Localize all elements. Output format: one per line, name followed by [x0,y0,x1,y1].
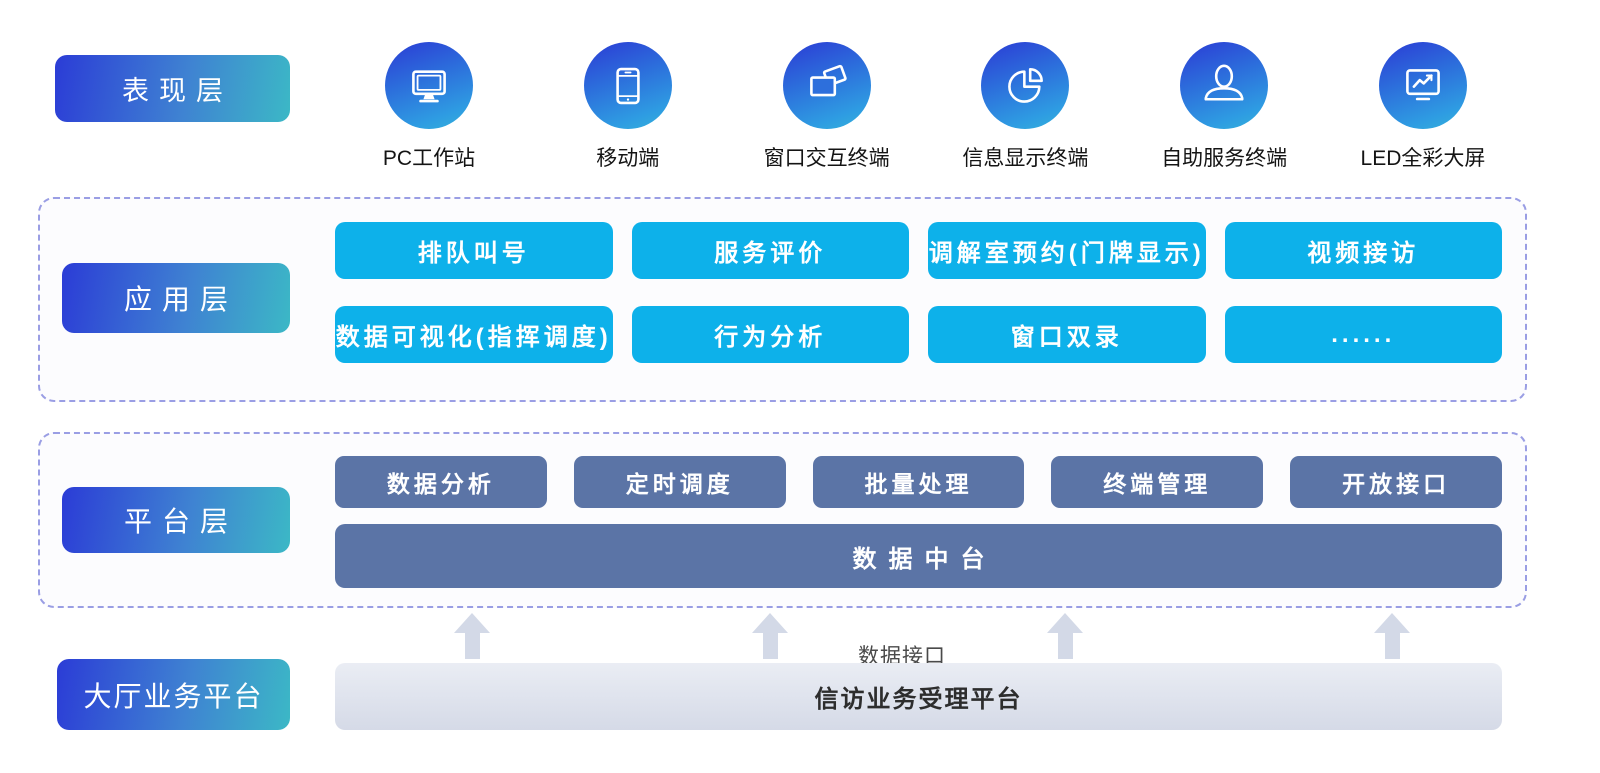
terminal-label: 信息显示终端 [962,147,1089,170]
app-module-window-dual-recording[interactable]: 窗口双录 [928,306,1206,363]
platform-service-open-api[interactable]: 开放接口 [1290,456,1502,508]
terminal-info-display: 信息显示终端 [939,42,1111,172]
platform-service-data-analysis[interactable]: 数据分析 [335,456,547,508]
up-arrow-icon [752,613,788,659]
platform-service-batch-processing[interactable]: 批量处理 [812,456,1025,508]
application-layer-pill: 应用层 [62,263,290,333]
terminal-window-interactive: 窗口交互终端 [741,42,913,172]
data-middle-platform-bar: 数据中台 [335,524,1502,588]
up-arrow-icon [1047,613,1083,659]
terminal-label: LED全彩大屏 [1360,147,1486,170]
screen-chart-icon [1378,42,1467,129]
terminal-label: 自助服务终端 [1161,147,1288,170]
monitor-icon [385,42,473,129]
app-module-data-visualization[interactable]: 数据可视化(指挥调度) [335,306,613,363]
terminal-led-screen: LED全彩大屏 [1337,42,1509,172]
up-arrow-icon [1374,613,1410,659]
platform-layer-pill: 平台层 [62,487,290,553]
person-icon [1180,42,1269,129]
application-module-grid: 排队叫号 服务评价 调解室预约(门牌显示) 视频接访 数据可视化(指挥调度) 行… [335,222,1502,363]
app-module-behavior-analysis[interactable]: 行为分析 [631,306,909,363]
terminal-label: 窗口交互终端 [763,147,890,170]
terminal-self-service: 自助服务终端 [1138,42,1310,172]
platform-service-scheduled-dispatch[interactable]: 定时调度 [573,456,786,508]
terminal-mobile: 移动端 [542,42,714,172]
terminal-pc-workstation: PC工作站 [343,42,515,172]
terminal-label: 移动端 [596,147,660,170]
app-module-queue-calling[interactable]: 排队叫号 [335,222,613,279]
platform-service-terminal-management[interactable]: 终端管理 [1051,456,1264,508]
terminal-row: PC工作站 移动端 窗口交互终端 [343,42,1509,172]
data-interface-label: 数据接口 [858,645,946,668]
windows-icon [782,42,871,129]
pie-chart-icon [981,42,1070,129]
app-module-service-evaluation[interactable]: 服务评价 [631,222,909,279]
app-module-video-reception[interactable]: 视频接访 [1224,222,1502,279]
presentation-layer-pill: 表现层 [55,55,290,122]
up-arrow-icon [454,613,490,659]
platform-service-grid: 数据分析 定时调度 批量处理 终端管理 开放接口 [335,456,1502,508]
app-module-mediation-room-booking[interactable]: 调解室预约(门牌显示) [928,222,1206,279]
hall-business-platform-pill: 大厅业务平台 [57,659,290,730]
petition-business-platform-bar: 信访业务受理平台 [335,663,1502,730]
smartphone-icon [583,42,672,129]
terminal-label: PC工作站 [382,147,476,170]
app-module-more[interactable]: ...... [1224,306,1502,363]
